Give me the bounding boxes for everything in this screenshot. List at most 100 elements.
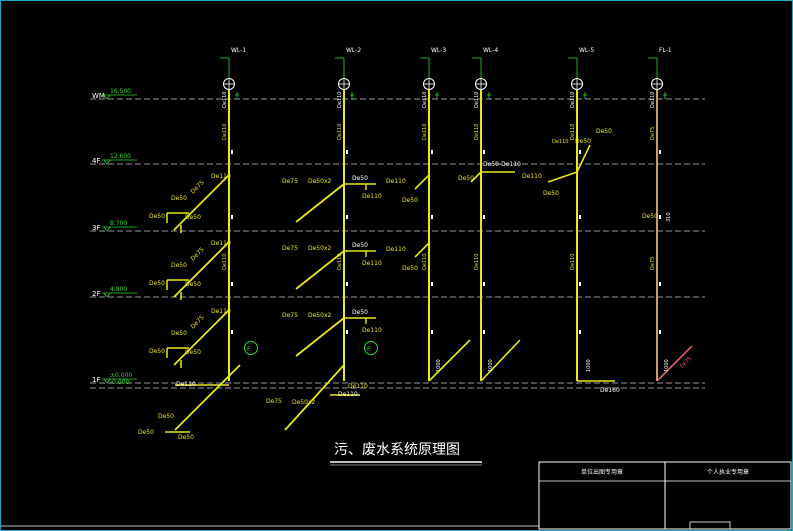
wl5-label: De110 [522,173,542,180]
branch-size-label: De50 [352,309,368,316]
floor-label: 4F [92,157,100,165]
riser-joint [579,282,581,286]
wl5-branch [576,144,591,173]
riser-size: De110 [222,124,228,140]
wl4-label: De50-De110 [483,161,521,168]
branch-size-label: De75 [189,246,205,262]
wl2-base-diagonal [284,364,345,431]
title-block-cell-2: 个人执业专用章 [707,468,749,476]
wl5-outlet-label: De160 [600,387,620,394]
wl5-branch-2 [547,171,578,183]
wl4-outlet-label: 1000 [488,359,494,372]
riser-tick [350,92,354,99]
vent-cap-circle [651,78,663,90]
riser-size: De110 [474,124,480,140]
branch-size-label: De50 [352,242,368,249]
riser-tick [235,92,239,99]
vent-cap-circle [423,78,435,90]
riser-joint [231,282,233,286]
branch-diagonal [173,174,230,231]
floor-elevation: ±0.000 [110,372,132,379]
wl4-label: De50 [458,175,474,182]
riser-joint [231,150,233,154]
wl5-label: De50 [596,128,612,135]
riser-joint [346,150,348,154]
riser-tick [435,92,439,99]
wl3-label: De50 [402,197,418,204]
riser-size: De110 [337,254,343,270]
riser-tick [487,92,491,99]
vent-cap-circle [223,78,235,90]
riser-size: De110 [337,124,343,140]
base-label: De110 [338,391,358,398]
riser-size: De110 [570,254,576,270]
branch-size-label: De50 [149,280,165,287]
branch-diagonal [295,317,345,357]
riser-joint [659,150,661,154]
riser-joint [483,330,485,334]
floor-elevation: 16.500 [110,88,131,95]
riser-joint [231,215,233,219]
cleanout-circle [244,341,258,355]
wl1-base-diagonal [174,364,241,431]
riser-tick [663,92,667,99]
pipe-id: WL-2 [346,47,361,54]
riser-size: De75 [650,127,656,140]
pipe-labels: De110De110De110De110De110De110De110De110… [222,92,656,270]
branch-diagonal [295,250,345,290]
riser-joint [431,330,433,334]
branch-size-label: De50 [149,348,165,355]
branch-diagonal [173,241,230,298]
riser-size: De110 [570,92,576,108]
cleanout-tag: F [367,346,371,353]
pipe-id: WL-3 [431,47,446,54]
wl5-outlet-label: 1000 [586,359,592,372]
floor-lines: WM16.5004F12.6003F8.7002F4.8001F±0.000-0… [90,88,705,389]
branch-size-label: De75 [282,178,298,185]
riser-joint [431,150,433,154]
branch-size-label: De50 [185,281,201,288]
elevation-mark [103,378,111,384]
branch-size-label: De50 [185,214,201,221]
branch-size-label: De75 [282,312,298,319]
branch-size-label: De50 [149,213,165,220]
pipe-id: FL-1 [659,47,672,54]
cleanout-circle [364,341,378,355]
branch-size-label: De75 [282,245,298,252]
pipe-id: WL-1 [231,47,246,54]
wl5-label: De110 [552,139,568,145]
floor-elevation: 12.600 [110,153,131,160]
title-block-cell-1: 单位出图专用章 [581,468,623,476]
fl1-label: De50 [642,213,658,220]
wl5-label: De50 [543,190,559,197]
base-label: De50 [178,434,194,441]
riser-joint [346,215,348,219]
riser-size: De110 [570,124,576,140]
branch-diagonal [295,183,345,223]
branch-size-label: De110 [211,173,231,180]
floor-label: 1F [92,376,100,384]
branch-size-label: De110 [211,308,231,315]
branch-size-label: De50 [352,175,368,182]
wl3-branch [414,174,430,190]
elevation-mark [103,292,111,298]
pipe-id: WL-4 [483,47,498,54]
branch-size-label: De75 [189,314,205,330]
elevation-mark [103,94,111,100]
wl4-branch-diag [470,171,482,183]
riser-joint [579,150,581,154]
wl4-outlet [480,339,521,382]
branch-size-label: De50 [185,349,201,356]
riser-size: De110 [422,92,428,108]
floor-label: 2F [92,290,100,298]
riser-joint [483,282,485,286]
riser-joint [579,330,581,334]
riser-size: De110 [474,254,480,270]
